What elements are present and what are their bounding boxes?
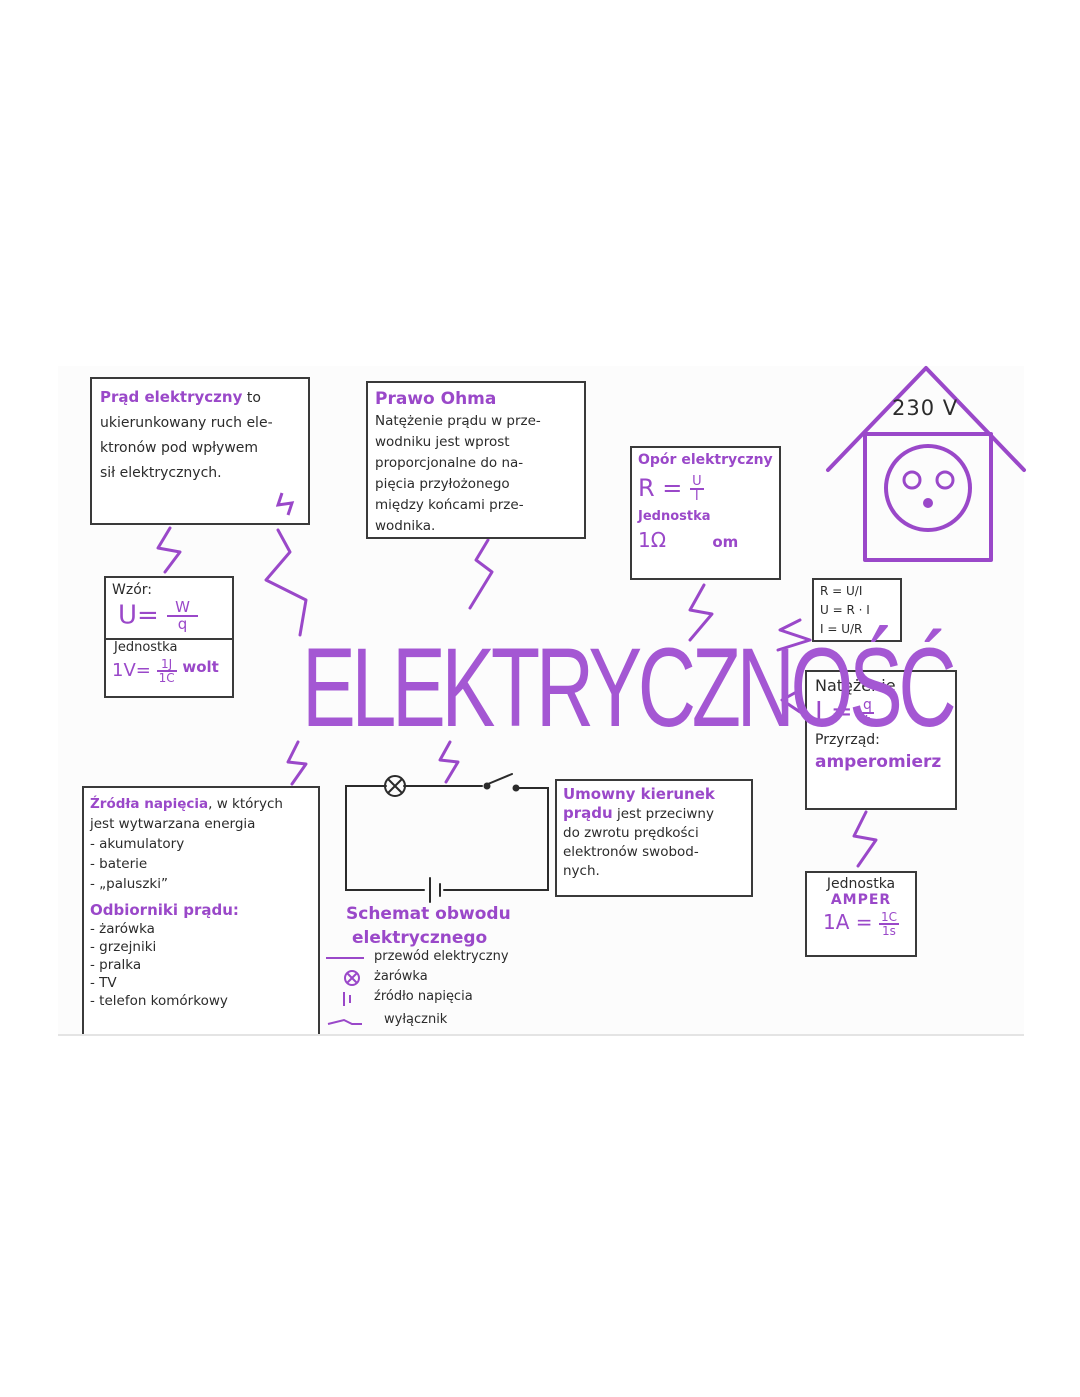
ohm-line-1: Natężenie prądu w prze-: [375, 413, 541, 429]
current-tool-label: Przyrząd:: [815, 731, 880, 748]
ampere-name: AMPER: [830, 892, 892, 908]
direction-term-2: prądu: [563, 804, 613, 822]
ohm-heading: Prawo Ohma: [375, 389, 497, 409]
legend-symbols: [326, 957, 364, 1025]
receivers-item-1: - żarówka: [90, 921, 155, 937]
ohm-form-2: U = R · I: [820, 603, 870, 617]
text-to: to: [246, 390, 261, 406]
box-prad-definition: Prąd elektryczny to ukierunkowany ruch e…: [90, 377, 310, 525]
zigzag-connector-6: [780, 688, 802, 714]
sources-line-2: jest wytwarzana energia: [90, 816, 256, 832]
box-voltage-sources: Źródła napięcia, w których jest wytwarza…: [82, 786, 320, 1034]
prad-line-2: ukierunkowany ruch ele-: [100, 415, 273, 431]
receivers-heading: Odbiorniki prądu:: [90, 901, 239, 919]
lightning-icon: [276, 492, 295, 516]
ampere-heading: Jednostka: [826, 876, 896, 892]
ohm-form-1: R = U/I: [820, 584, 863, 598]
circuit-heading-1: Schemat obwodu: [346, 904, 511, 924]
direction-line-4: elektronów swobod-: [563, 844, 699, 860]
ohm-line-2: wodniku jest wprost: [375, 434, 510, 450]
term-prad: Prąd elektryczny: [100, 388, 243, 406]
current-tool: amperomierz: [815, 751, 942, 772]
legend-bulb: żarówka: [374, 969, 428, 984]
socket-hole-right: [935, 470, 955, 490]
sources-item-2: - baterie: [90, 856, 148, 872]
direction-line-5: nych.: [563, 863, 600, 879]
sources-item-1: - akumulatory: [90, 836, 185, 852]
box-current-direction: Umowny kierunek prądu jest przeciwny do …: [555, 779, 753, 897]
ohm-form-3: I = U/R: [820, 622, 863, 636]
zigzag-connector-1: [156, 526, 182, 574]
zigzag-connector-5: [776, 618, 812, 652]
current-heading: Natężenie: [815, 676, 896, 695]
resistance-heading: Opór elektryczny: [638, 452, 773, 468]
zigzag-connector-2: [264, 528, 308, 637]
socket-pin: [923, 498, 933, 508]
voltage-unit-heading: Jednostka: [114, 640, 178, 655]
ohm-line-6: wodnika.: [375, 518, 436, 534]
socket-hole-left: [902, 470, 922, 490]
receivers-item-4: - TV: [90, 975, 117, 991]
box-ohm-law: Prawo Ohma Natężenie prądu w prze- wodni…: [366, 381, 586, 539]
sources-item-3: - „paluszki”: [90, 876, 168, 892]
box-ohm-forms: R = U/I U = R · I I = U/R: [812, 578, 902, 642]
direction-term-1: Umowny kierunek: [563, 785, 715, 803]
prad-line-3: ktronów pod wpływem: [100, 440, 259, 456]
page-title: ELEKTRYCZNOŚĆ: [302, 625, 957, 750]
zigzag-connector-3: [468, 538, 494, 610]
legend-switch: wyłącznik: [384, 1012, 448, 1027]
direction-line-2: jest przeciwny: [616, 806, 714, 822]
socket-face: [884, 444, 972, 532]
resistance-unit-heading: Jednostka: [638, 509, 711, 524]
circuit-bulb: [384, 775, 406, 797]
receivers-item-3: - pralka: [90, 957, 142, 973]
circuit-heading-2: elektrycznego: [352, 928, 488, 948]
legend-source: źródło napięcia: [374, 989, 473, 1004]
voltage-label: Wzór:: [112, 582, 152, 598]
circuit-diagram: [345, 773, 549, 903]
sources-term: Źródła napięcia: [90, 796, 209, 812]
socket-voltage: 230 V: [892, 396, 959, 420]
receivers-item-2: - grzejniki: [90, 939, 157, 955]
direction-line-3: do zwrotu prędkości: [563, 825, 699, 841]
ohm-line-3: proporcjonalne do na-: [375, 455, 524, 471]
zigzag-connector-9: [852, 810, 878, 868]
ohm-line-5: między końcami prze-: [375, 497, 524, 513]
zigzag-connector-4: [688, 583, 714, 642]
legend-wire: przewód elektryczny: [374, 949, 509, 964]
zigzag-connector-7: [286, 740, 308, 786]
sources-rest: , w których: [208, 796, 283, 812]
zigzag-connector-8: [438, 740, 460, 784]
prad-line-4: sił elektrycznych.: [100, 465, 222, 481]
socket-outline: [863, 432, 993, 562]
receivers-item-5: - telefon komórkowy: [90, 993, 228, 1009]
resistance-unit: 1Ω om: [638, 528, 739, 552]
ohm-line-4: pięcia przyłożonego: [375, 476, 510, 492]
